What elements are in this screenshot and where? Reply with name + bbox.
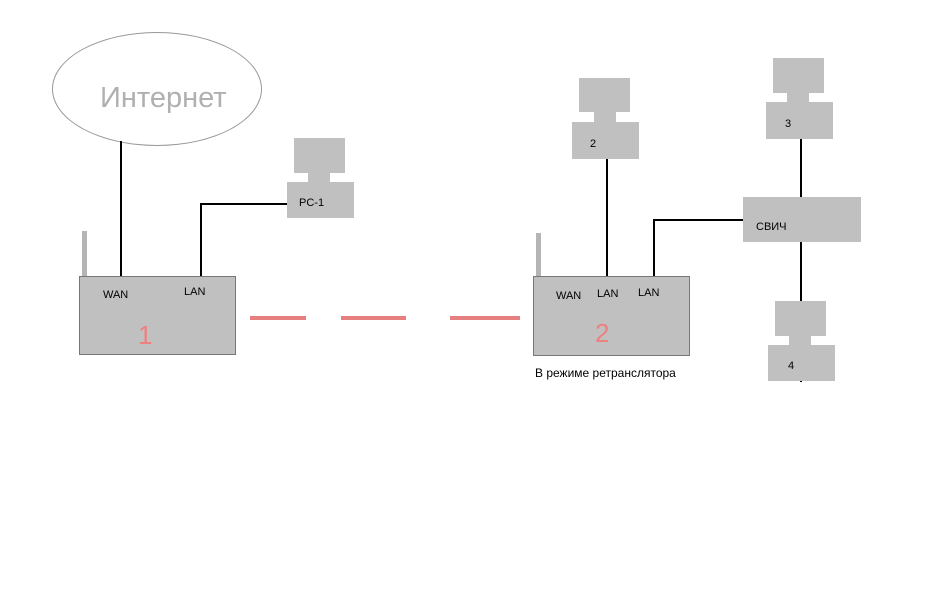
- lan-cable-pc1-vertical: [200, 203, 202, 276]
- internet-cloud: [52, 32, 262, 146]
- wireless-link-dash-3: [450, 316, 520, 320]
- pc2-case: [572, 122, 639, 159]
- router-2: [533, 276, 690, 356]
- pc4-monitor: [775, 301, 826, 336]
- pc4-stand: [789, 336, 811, 345]
- router2-wan-port: WAN: [556, 290, 582, 302]
- pc3-monitor: [773, 58, 824, 93]
- router2-lan-port-2: LAN: [638, 287, 660, 299]
- pc2-monitor: [579, 78, 630, 112]
- router2-number: 2: [595, 318, 610, 348]
- pc3-stand: [787, 93, 809, 102]
- pc4-case: [768, 345, 835, 381]
- lan-cable-pc1-horizontal: [200, 203, 287, 205]
- pc2-stand: [594, 112, 616, 122]
- lan-cable-pc2: [606, 158, 608, 276]
- internet-label: Интернет: [100, 82, 227, 114]
- pc3-label: 3: [785, 118, 792, 130]
- pc4-label: 4: [788, 360, 795, 372]
- pc1-monitor: [294, 138, 345, 173]
- router2-lan-port-1: LAN: [597, 288, 619, 300]
- pc1-stand: [308, 173, 330, 182]
- router1-antenna: [82, 231, 87, 276]
- wan-cable-1: [120, 141, 122, 277]
- cable-pc3: [800, 138, 802, 197]
- router1-number: 1: [138, 320, 153, 350]
- network-switch: [743, 197, 861, 242]
- pc1-case: [287, 182, 354, 218]
- pc3-case: [766, 102, 833, 139]
- pc1-label: PC-1: [299, 197, 325, 209]
- router-1: [79, 276, 236, 355]
- wireless-link-dash-2: [341, 316, 406, 320]
- lan-cable-switch-horizontal: [653, 219, 744, 221]
- router2-caption: В режиме ретранслятора: [535, 366, 676, 380]
- lan-cable-switch-vertical: [653, 219, 655, 276]
- switch-label: СВИЧ: [756, 221, 787, 233]
- wireless-link-dash-1: [250, 316, 306, 320]
- router1-wan-port: WAN: [103, 289, 129, 301]
- router1-lan-port: LAN: [184, 286, 206, 298]
- router2-antenna: [536, 233, 541, 276]
- pc2-label: 2: [590, 138, 597, 150]
